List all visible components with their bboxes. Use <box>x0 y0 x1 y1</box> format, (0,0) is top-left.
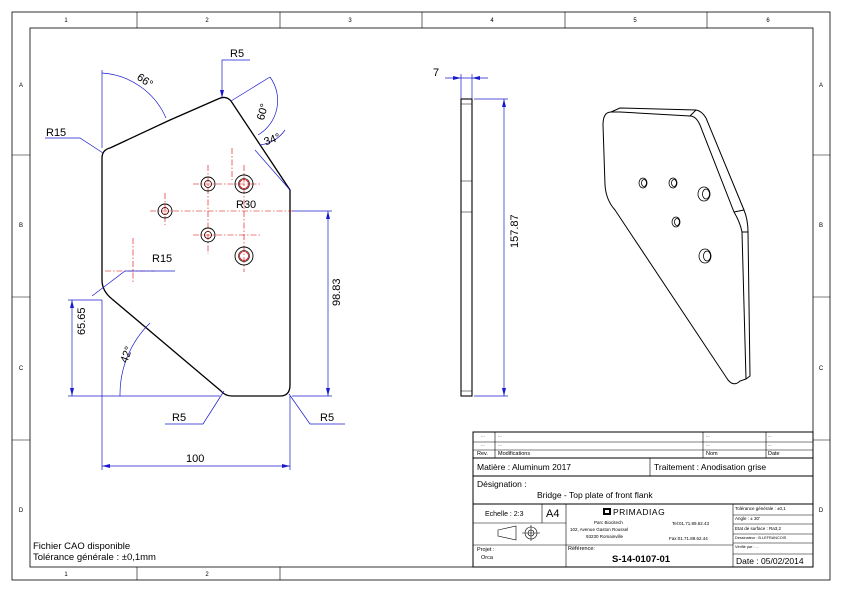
angle-tolerance: Angle : ± 30' <box>735 516 760 521</box>
fax: Fax:01.71.89.62.44 <box>669 536 708 541</box>
cad-note: Fichier CAO disponible <box>33 541 131 552</box>
general-tolerance: Tolérance générale : ±0,1 <box>735 506 786 511</box>
rev-dots: ... <box>481 433 485 438</box>
project-label: Projet : <box>477 547 495 553</box>
rev-dots: ... <box>498 442 502 447</box>
hole <box>234 246 254 266</box>
row-label: B <box>19 223 23 229</box>
inner-border <box>29 27 814 568</box>
outer-border <box>11 11 831 581</box>
reference-number: S-14-0107-01 <box>612 554 671 565</box>
hole <box>200 227 216 243</box>
col-label: 4 <box>490 18 494 24</box>
dim-angle-34: 34° <box>262 131 282 148</box>
scale: Echelle : 2:3 <box>485 511 524 518</box>
tolerance-note: Tolérance générale : ±0,1mm <box>33 552 156 563</box>
dim-angle-60: 60° <box>255 102 271 121</box>
dim-65-65: 65.65 <box>76 307 88 335</box>
paper-format: A4 <box>546 508 560 520</box>
company-name: PRIMADIAG <box>613 507 666 517</box>
col-label: 2 <box>205 18 209 24</box>
treatment: Traitement : Anodisation grise <box>654 462 767 472</box>
nom-header: Nom <box>706 451 718 457</box>
rev-dots: ... <box>498 433 502 438</box>
dim-r15-mid: R15 <box>152 253 172 265</box>
date-header: Date <box>768 451 780 457</box>
designation: Bridge - Top plate of front flank <box>537 490 653 500</box>
hole <box>200 176 216 192</box>
dim-r5-br: R5 <box>320 412 334 424</box>
col-label: 3 <box>348 18 352 24</box>
rev-dots: ... <box>706 433 710 438</box>
plate-outline-front <box>101 96 291 397</box>
row-label: D <box>819 508 824 514</box>
col-label: 2 <box>205 572 209 578</box>
address-line: 93230 Romainville <box>586 534 624 539</box>
row-label: B <box>819 223 823 229</box>
dim-r30: R30 <box>236 199 256 211</box>
rev-header: Rev. <box>477 451 488 457</box>
modifications-header: Modifications <box>498 451 531 457</box>
primadiag-logo-icon <box>603 508 611 515</box>
designation-label: Désignation : <box>477 479 527 489</box>
drawing-date: Date : 05/02/2014 <box>736 556 804 566</box>
drafter: Dessinateur : B.LEFRANCOIS <box>735 536 787 540</box>
iso-holes <box>638 177 712 264</box>
material: Matière : Aluminum 2017 <box>477 462 572 472</box>
rev-dots: ... <box>481 442 485 447</box>
dim-157-87: 157.87 <box>509 214 521 248</box>
address-line: 102, Avenue Gaston Roussel <box>570 527 629 532</box>
row-label: A <box>819 83 823 89</box>
projection-symbol-icon <box>497 525 540 541</box>
address-line: Parc Biocitech <box>594 520 623 525</box>
dim-angle-66: 66° <box>134 71 155 90</box>
dim-angle-42: 42° <box>118 345 135 365</box>
dim-r5-bl: R5 <box>172 412 186 424</box>
dim-r5-top: R5 <box>230 48 244 60</box>
rev-dots: ... <box>706 442 710 447</box>
dim-98-83: 98.83 <box>331 278 343 306</box>
row-label: D <box>19 508 24 514</box>
row-label: A <box>19 83 23 89</box>
project-value: Orca <box>481 555 493 561</box>
row-label: C <box>19 366 24 372</box>
dim-thickness: 7 <box>433 67 439 79</box>
hole <box>157 203 173 219</box>
col-label: 1 <box>64 572 68 578</box>
reference-label: Référence: <box>568 546 595 552</box>
phone: Tel:01.71.89.62.43 <box>672 521 710 526</box>
row-label: C <box>819 366 824 372</box>
col-label: 1 <box>64 18 68 24</box>
hole <box>234 174 254 194</box>
iso-view <box>602 107 751 385</box>
dim-r15-top: R15 <box>46 127 66 139</box>
checked-by: Vérifié par : ... <box>735 545 759 549</box>
side-view <box>460 98 473 397</box>
rev-dots: ... <box>768 433 772 438</box>
surface-finish: Etat de surface : Ra3,2 <box>735 526 782 531</box>
rev-dots: ... <box>768 442 772 447</box>
dim-100: 100 <box>186 453 204 465</box>
col-label: 5 <box>633 18 637 24</box>
col-label: 6 <box>766 18 770 24</box>
